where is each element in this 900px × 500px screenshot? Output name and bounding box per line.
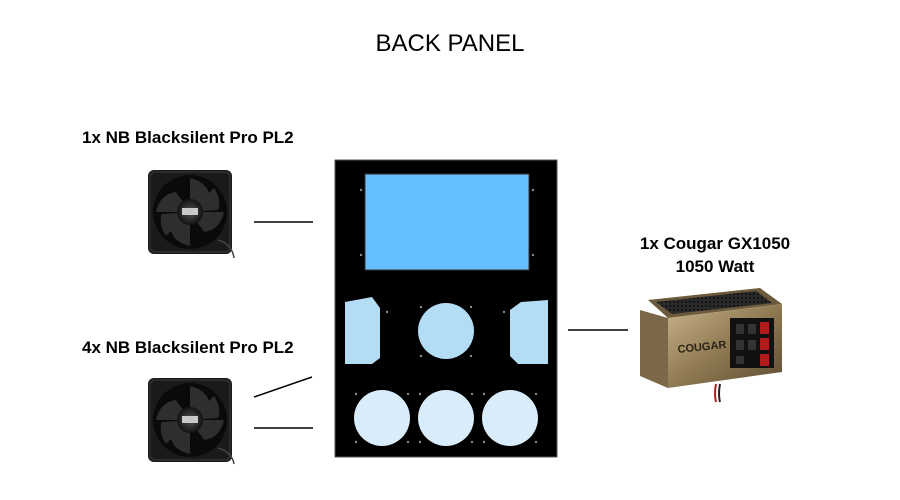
- center-fan-cutout: [418, 303, 474, 359]
- fan-bottom-label: 4x NB Blacksilent Pro PL2: [82, 338, 294, 357]
- fan-bottom-connector-line-1: [253, 376, 313, 398]
- psu-brand-text: COUGAR: [677, 339, 727, 356]
- bottom-fan-cutout-2: [418, 390, 474, 446]
- fan-top-image: [148, 170, 235, 259]
- fan-top-label: 1x NB Blacksilent Pro PL2: [82, 128, 294, 147]
- psu-label-wattage: 1050 Watt: [675, 257, 755, 276]
- bottom-fan-cutout-1: [354, 390, 410, 446]
- bottom-fan-cutout-3: [482, 390, 538, 446]
- psu-image: COUGAR: [640, 288, 782, 403]
- fan-bottom-image: [148, 378, 235, 465]
- right-cutout: [510, 300, 548, 364]
- left-cutout: [345, 297, 380, 364]
- psu-label: 1x Cougar GX1050 1050 Watt: [610, 232, 820, 278]
- mounting-holes: [354, 188, 538, 444]
- psu-label-model: 1x Cougar GX1050: [639, 234, 791, 253]
- back-panel: [334, 159, 558, 458]
- diagram-title: BACK PANEL: [375, 30, 525, 57]
- screen-cutout: [364, 173, 530, 271]
